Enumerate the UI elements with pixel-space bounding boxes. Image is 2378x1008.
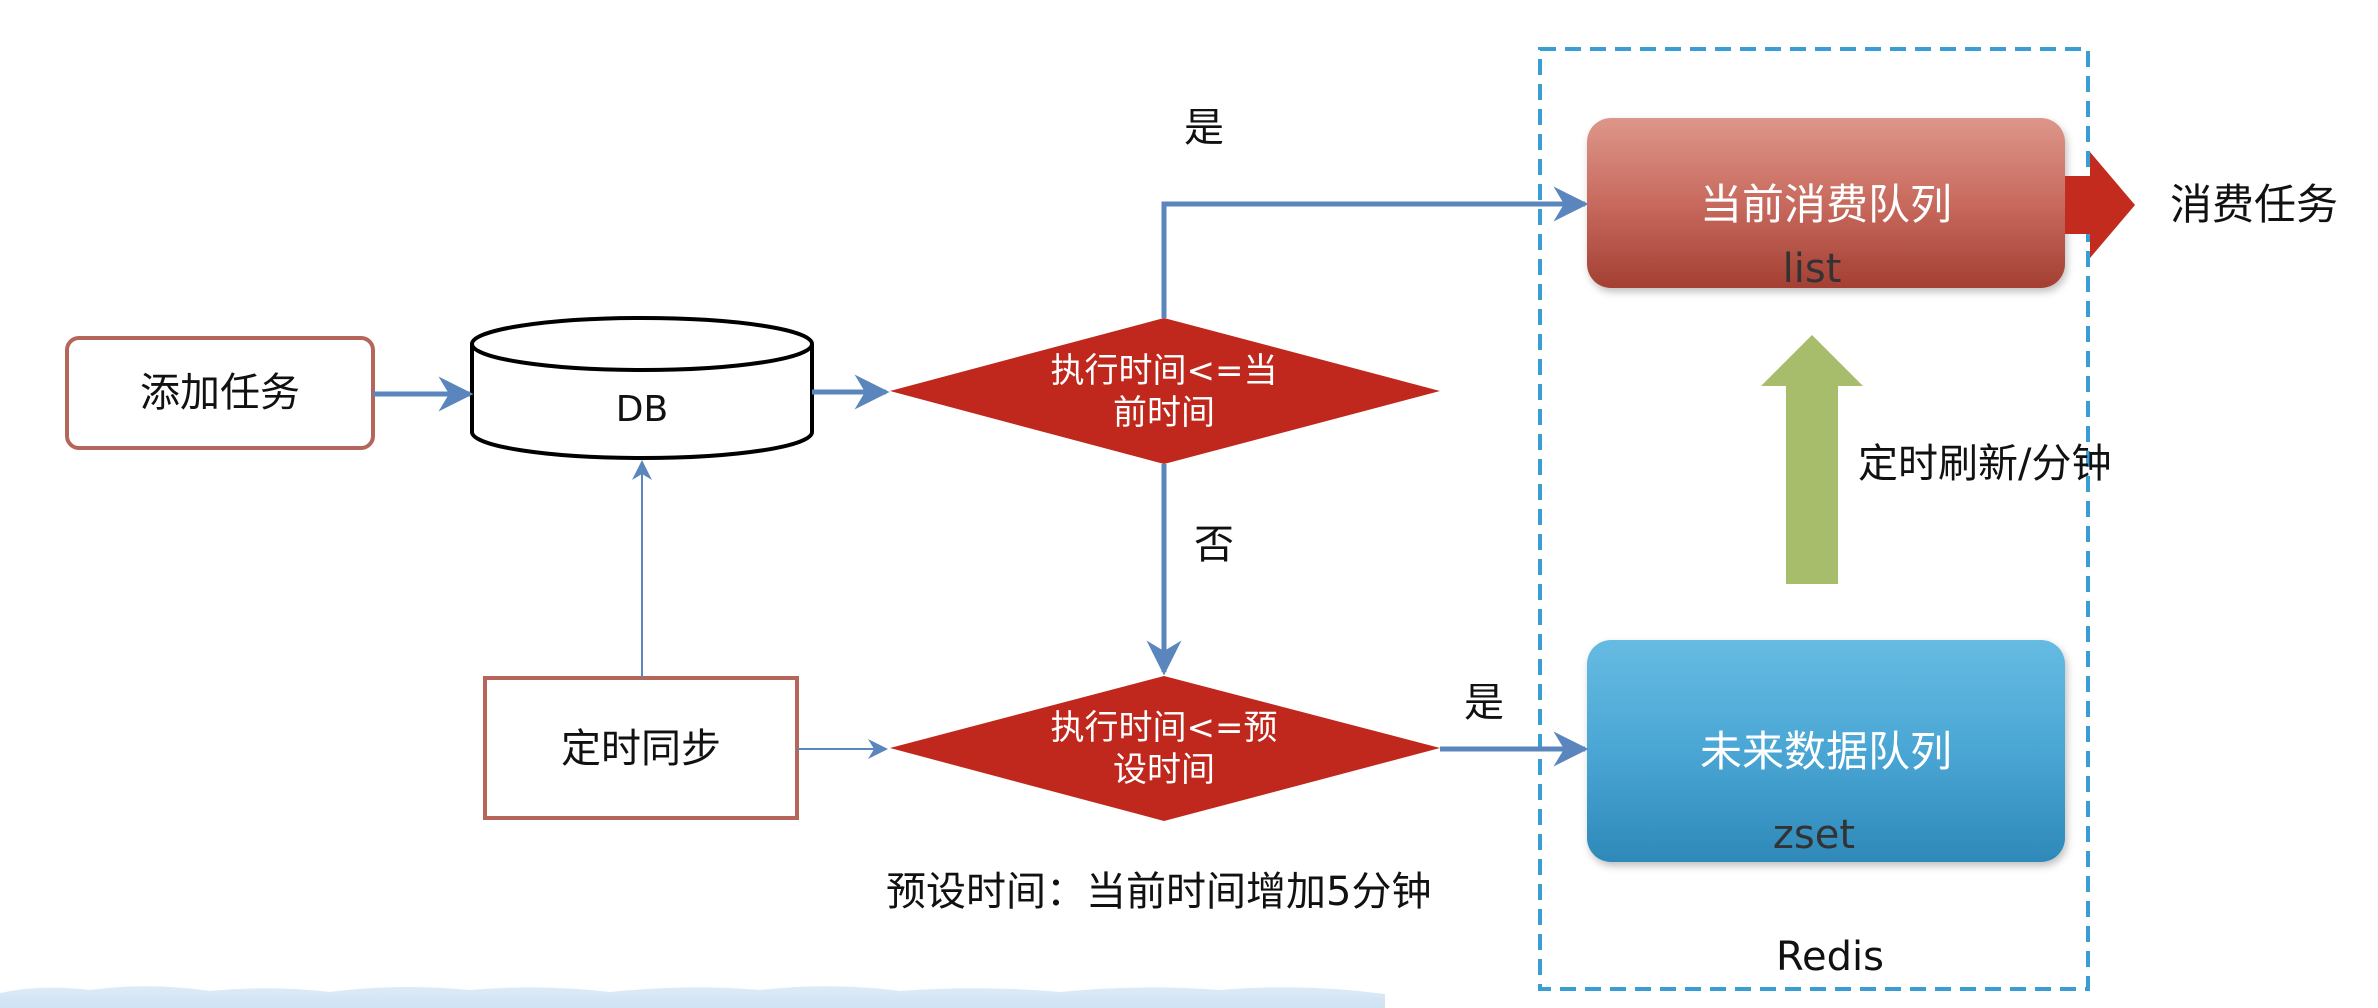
refresh-label: 定时刷新/分钟 xyxy=(1858,441,2111,487)
add-task-label: 添加任务 xyxy=(140,370,300,416)
current-queue-box xyxy=(1587,118,2065,288)
decision-preset-time-line2: 设时间 xyxy=(1113,750,1215,790)
timed-sync-label: 定时同步 xyxy=(561,726,721,772)
yes-label-top: 是 xyxy=(1184,105,1224,151)
decision-preset-time-line1: 执行时间<=预 xyxy=(1051,708,1278,748)
timed-sync-box xyxy=(483,676,799,820)
future-queue-box xyxy=(1587,640,2065,862)
consume-task-label: 消费任务 xyxy=(2170,180,2338,229)
redis-container xyxy=(1538,47,2090,991)
redis-label: Redis xyxy=(1776,934,1884,980)
decision-current-time-line1: 执行时间<=当 xyxy=(1051,351,1278,391)
db-cylinder xyxy=(470,316,814,460)
future-queue-type: zset xyxy=(1773,812,1855,858)
preset-time-note: 预设时间：当前时间增加5分钟 xyxy=(886,869,1431,915)
yes-label-bottom: 是 xyxy=(1464,680,1504,726)
current-queue-title: 当前消费队列 xyxy=(1700,180,1952,229)
db-label: DB xyxy=(616,389,668,430)
future-queue-title: 未来数据队列 xyxy=(1700,727,1952,776)
refresh-arrow xyxy=(1761,335,1863,584)
decorative-cloud-strip xyxy=(0,986,1385,1008)
decision-current-time-line2: 前时间 xyxy=(1113,393,1215,433)
decision-preset-time xyxy=(890,676,1440,821)
decision-current-time xyxy=(890,318,1440,464)
current-queue-type: list xyxy=(1783,246,1842,292)
arrow-decision1-yes-to-current-queue xyxy=(1161,186,1589,318)
no-label: 否 xyxy=(1194,522,1234,568)
consume-arrow xyxy=(2065,152,2135,258)
